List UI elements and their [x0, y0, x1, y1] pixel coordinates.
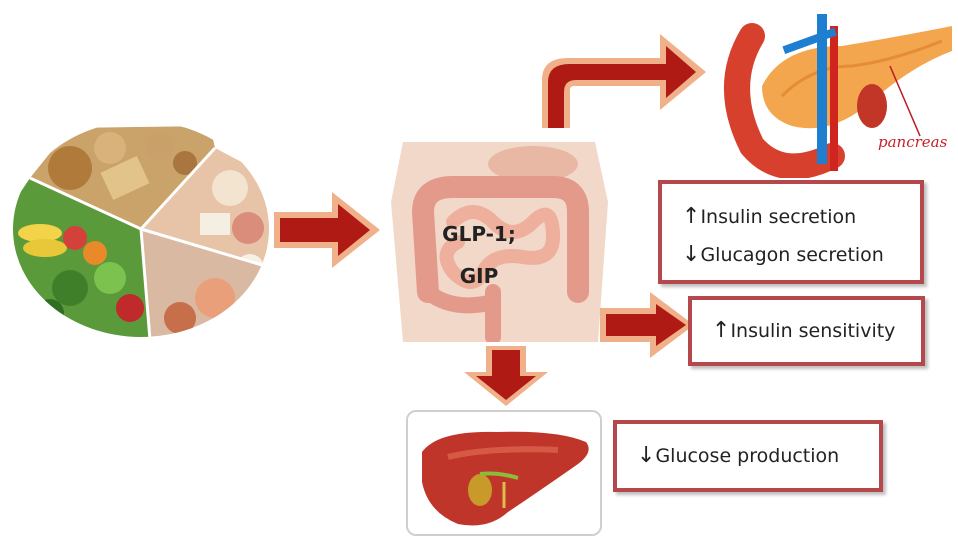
liver-image: [406, 410, 602, 536]
glucagon-secretion-label: Glucagon secretion: [700, 244, 883, 266]
glucagon-secretion-text: ↓Glucagon secretion: [682, 242, 884, 267]
food-plate-image: [10, 118, 272, 340]
gut-label-glp1: GLP-1;: [419, 222, 539, 246]
insulin-secretion-label: Insulin secretion: [700, 206, 856, 228]
arrow-gut-to-liver: [462, 344, 550, 408]
down-arrow-icon: ↓: [637, 443, 655, 468]
arrow-gut-to-muscle: [598, 290, 698, 360]
up-arrow-icon: ↑: [712, 318, 730, 343]
pancreas-image: [722, 6, 958, 178]
insulin-sensitivity-box: ↑Insulin sensitivity: [688, 296, 925, 366]
pancreas-label: pancreas: [878, 133, 947, 151]
up-arrow-icon: ↑: [682, 204, 700, 229]
glucose-production-box: ↓Glucose production: [613, 420, 883, 492]
arrow-gut-to-pancreas: [540, 28, 710, 130]
insulin-sensitivity-label: Insulin sensitivity: [730, 320, 895, 342]
arrow-food-to-gut: [272, 190, 384, 270]
insulin-secretion-text: ↑Insulin secretion: [682, 204, 856, 229]
insulin-sensitivity-text: ↑Insulin sensitivity: [712, 318, 895, 343]
gut-label-gip: GIP: [419, 264, 539, 288]
glucose-production-text: ↓Glucose production: [637, 443, 839, 468]
down-arrow-icon: ↓: [682, 242, 700, 267]
secretion-effects-box: ↑Insulin secretion ↓Glucagon secretion: [658, 180, 924, 284]
glucose-production-label: Glucose production: [655, 445, 839, 467]
